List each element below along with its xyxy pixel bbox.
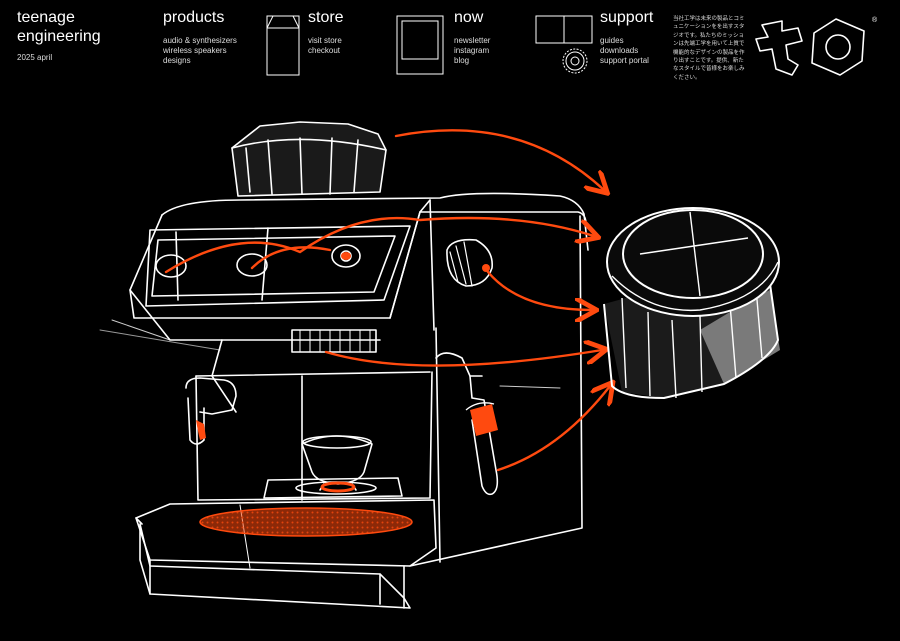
brand-block[interactable]: teenage engineering 2025 april bbox=[17, 8, 101, 62]
store-icon[interactable] bbox=[266, 15, 300, 76]
nav-support-links: guides downloads support portal bbox=[600, 36, 653, 66]
nav-link-guides[interactable]: guides bbox=[600, 36, 624, 45]
top-grinder bbox=[231, 121, 387, 197]
nav-link-checkout[interactable]: checkout bbox=[308, 46, 341, 55]
nav-link-designs[interactable]: designs bbox=[163, 56, 191, 65]
callout-arrows bbox=[164, 129, 610, 472]
nav-link-blog[interactable]: blog bbox=[454, 56, 470, 65]
nav-link-newsletter[interactable]: newsletter bbox=[454, 36, 491, 45]
nav-products-links: audio & synthesizers wireless speakers d… bbox=[163, 36, 237, 66]
logo-registered-mark: ® bbox=[872, 16, 878, 24]
brand-name-line1: teenage bbox=[17, 9, 75, 26]
nav-link-downloads[interactable]: downloads bbox=[600, 46, 639, 55]
nav-link-wireless-speakers[interactable]: wireless speakers bbox=[163, 46, 227, 55]
nav-now-heading[interactable]: now bbox=[454, 9, 484, 26]
support-gear-icon bbox=[562, 48, 588, 74]
nav-support-heading[interactable]: support bbox=[600, 9, 654, 26]
espresso-machine-illustration bbox=[99, 121, 780, 609]
brand-name-line2: engineering bbox=[17, 28, 101, 45]
nav-store-heading[interactable]: store bbox=[308, 9, 344, 26]
nav-support: support guides downloads support portal bbox=[600, 8, 653, 66]
mission-text-japanese: 当社工学は未来の製品とコミュニケーションをを出すスタジオです。私たちのミッション… bbox=[673, 16, 745, 81]
nav-link-support-portal[interactable]: support portal bbox=[600, 56, 649, 65]
knob-detail-view bbox=[603, 207, 780, 399]
nav-link-visit-store[interactable]: visit store bbox=[308, 36, 342, 45]
brand-date: 2025 april bbox=[17, 53, 53, 62]
nav-link-audio-synthesizers[interactable]: audio & synthesizers bbox=[163, 36, 237, 45]
nav-store: store visit store checkout bbox=[308, 8, 344, 56]
nav-link-instagram[interactable]: instagram bbox=[454, 46, 490, 55]
now-icon[interactable] bbox=[396, 15, 444, 75]
support-icon[interactable] bbox=[535, 15, 595, 79]
nav-products: products audio & synthesizers wireless s… bbox=[163, 8, 237, 66]
nav-products-heading[interactable]: products bbox=[163, 9, 225, 26]
nav-now-links: newsletter instagram blog bbox=[454, 36, 490, 66]
te-logo-icon[interactable]: ® bbox=[752, 13, 882, 83]
nav-store-links: visit store checkout bbox=[308, 36, 344, 56]
nav-now: now newsletter instagram blog bbox=[454, 8, 490, 66]
